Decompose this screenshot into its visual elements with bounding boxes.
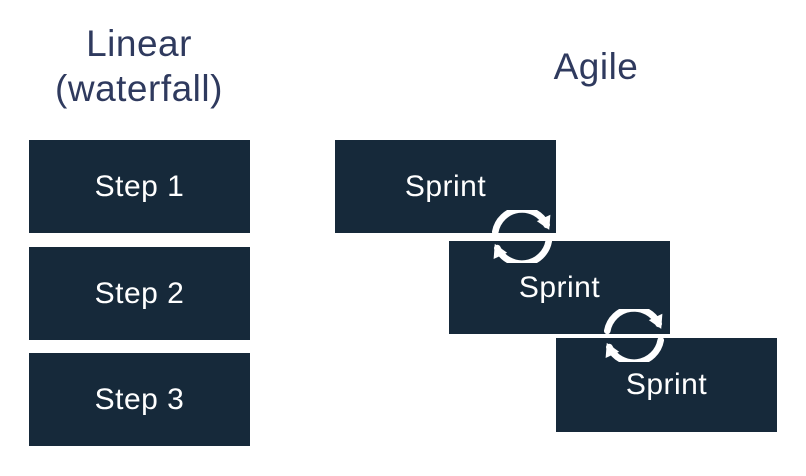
sync-arrows-icon — [601, 309, 667, 362]
step-label: Step 3 — [94, 382, 185, 416]
step-box-1: Step 1 — [29, 140, 250, 233]
sprint-label: Sprint — [625, 368, 708, 401]
step-label: Step 2 — [94, 276, 185, 310]
step-box-2: Step 2 — [29, 247, 250, 340]
step-label: Step 1 — [94, 169, 185, 203]
linear-title-line1: Linear — [86, 23, 192, 64]
sprint-box-2: Sprint — [449, 241, 670, 334]
sprint-box-1: Sprint — [335, 140, 556, 233]
linear-title-line2: (waterfall) — [55, 68, 223, 109]
linear-waterfall-title: Linear (waterfall) — [9, 21, 269, 111]
agile-title: Agile — [553, 46, 639, 87]
sprint-label: Sprint — [518, 270, 601, 304]
step-box-3: Step 3 — [29, 353, 250, 446]
sprint-box-3: Sprint — [556, 338, 777, 432]
sprint-label: Sprint — [404, 169, 487, 203]
sync-arrows-icon — [489, 210, 555, 263]
